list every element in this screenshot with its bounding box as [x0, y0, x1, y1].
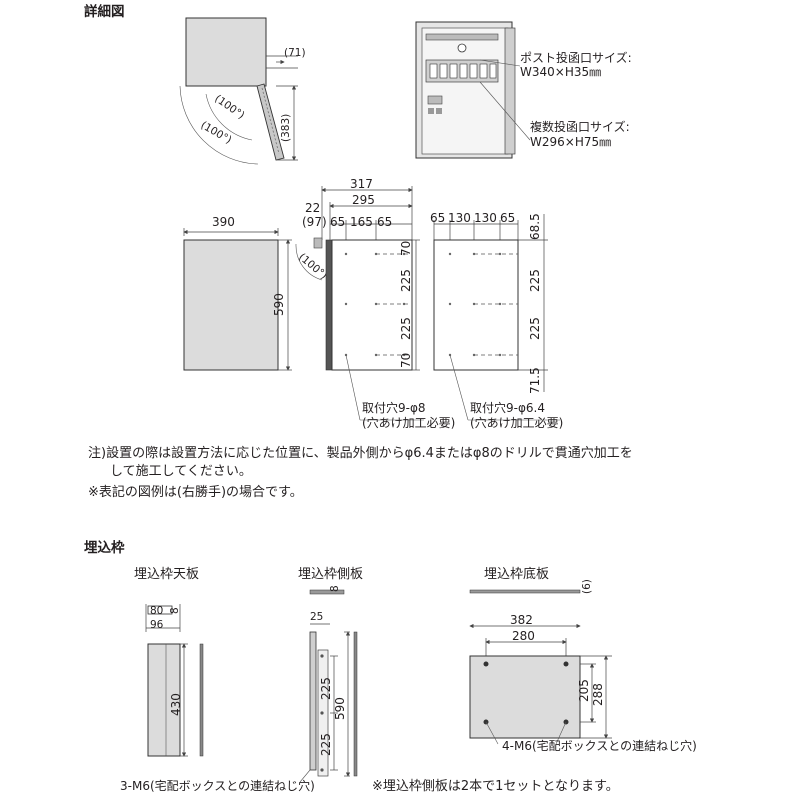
back-v225-b: 225 — [528, 317, 542, 340]
mounting-front-view: 317 295 22 (97) 65 165 65 (100°) 70 225 — [295, 177, 455, 430]
side-view: 390 590 — [183, 215, 292, 371]
dim-22: 22 — [305, 201, 320, 215]
side-plate-d225-a: 225 — [319, 677, 333, 700]
top-plate-body — [147, 643, 181, 757]
mid-v70-bottom: 70 — [399, 353, 413, 368]
post-slot — [425, 33, 499, 41]
frame-set-note: ※埋込枠側板は2本で1セットとなります。 — [372, 779, 619, 794]
top-plate-d80: 80 — [150, 605, 163, 617]
top-plate-d8: 8 — [169, 607, 181, 614]
door-open-view: (71) (383) (100°) (100°) — [179, 17, 306, 165]
side-plate-d225-b: 225 — [319, 733, 333, 756]
body-top-view — [185, 17, 267, 87]
top-plate-d430: 430 — [169, 693, 183, 716]
bottom-plate-d382: 382 — [510, 613, 533, 627]
side-plate-body — [309, 631, 317, 771]
top-plate-title: 埋込枠天板 — [134, 567, 199, 582]
dim-295: 295 — [352, 193, 375, 207]
note-line-3: ※表記の図例は(右勝手)の場合です。 — [88, 484, 303, 500]
bottom-plate-d288: 288 — [591, 683, 605, 706]
door-swing-arc-inner — [205, 93, 253, 141]
angle-label-a: (100°) — [212, 93, 246, 122]
bottom-plate-title: 埋込枠底板 — [484, 566, 549, 582]
top-plate-d96: 96 — [150, 619, 164, 631]
dim-383: (383) — [280, 114, 292, 142]
back-hole-note: (穴あけ加工必要) — [470, 415, 563, 430]
side-plate-d25: 25 — [310, 611, 323, 623]
back-v225-a: 225 — [528, 269, 542, 292]
mid-body — [331, 239, 413, 371]
dim-97: (97) — [302, 215, 327, 229]
side-width-label: 390 — [212, 215, 235, 229]
side-plate-d8: 8 — [329, 585, 341, 592]
detail-title: 詳細図 — [84, 3, 125, 20]
side-plate-title: 埋込枠側板 — [298, 567, 363, 582]
frame-screw-note: 3-M6(宅配ボックスとの連結ねじ穴) — [120, 778, 315, 793]
note-line-2: して施工してください。 — [110, 464, 252, 479]
back-d130-b: 130 — [474, 211, 497, 225]
back-d65-right: 65 — [500, 211, 515, 225]
angle-label-b: (100°) — [199, 119, 234, 146]
mid-door-edge — [325, 239, 333, 371]
mid-v70-top: 70 — [399, 241, 413, 256]
frame-side-plate: 埋込枠側板 8 25 225 225 590 — [298, 567, 363, 777]
frame-bottom-plate: 埋込枠底板 (6) 382 280 205 288 4-M6(宅配ボックスとの連… — [469, 566, 697, 753]
bottom-plate-d280: 280 — [512, 629, 535, 643]
multi-slot-label: 複数投函口サイズ: — [530, 119, 630, 134]
dim-65-right: 65 — [377, 215, 392, 229]
mid-hole-note: (穴あけ加工必要) — [362, 415, 455, 430]
back-d130-a: 130 — [448, 211, 471, 225]
side-body — [183, 239, 279, 371]
back-d65-left: 65 — [430, 211, 445, 225]
dim-317: 317 — [350, 177, 373, 191]
front-view: ポスト投函口サイズ: W340×H35㎜ 複数投函口サイズ: W296×H75㎜ — [415, 21, 632, 159]
button-icon — [428, 108, 434, 114]
dim-71: (71) — [284, 47, 306, 59]
post-slot-label: ポスト投函口サイズ: — [520, 50, 632, 65]
dim-165: 165 — [350, 215, 373, 229]
back-v68-5: 68.5 — [528, 213, 542, 240]
bottom-plate-d205: 205 — [577, 679, 591, 702]
bottom-plate-d6: (6) — [581, 579, 593, 594]
side-height-label: 590 — [272, 293, 286, 316]
frame-title: 埋込枠 — [84, 539, 125, 556]
frame-top-plate: 埋込枠天板 80 8 96 430 — [134, 567, 204, 757]
side-plate-d590: 590 — [333, 697, 347, 720]
post-slot-size: W340×H35㎜ — [520, 65, 601, 79]
door-panel — [256, 83, 285, 161]
dim-65-left: 65 — [330, 215, 345, 229]
back-hole-label: 取付穴9-φ6.4 — [470, 400, 545, 415]
mounting-back-view: 65 130 130 65 68.5 225 225 71.5 取付穴9-φ6.… — [430, 211, 563, 430]
lock-icon — [457, 43, 467, 53]
bottom-plate-screw-note: 4-M6(宅配ボックスとの連結ねじ穴) — [502, 738, 697, 753]
mid-v225-b: 225 — [399, 317, 413, 340]
note-line-1: 注)設置の際は設置方法に応じた位置に、製品外側からφ6.4またはφ8のドリルで貫… — [88, 445, 633, 461]
bottom-plate-body — [469, 655, 581, 739]
back-v71-5: 71.5 — [528, 367, 542, 394]
multi-slot-size: W296×H75㎜ — [530, 135, 611, 149]
nameplate-icon — [427, 95, 443, 105]
mid-angle-label: (100°) — [296, 251, 329, 282]
hinge-side — [504, 27, 516, 155]
door-swing-arc-outer — [179, 85, 259, 165]
mid-hole-label: 取付穴9-φ8 — [362, 400, 426, 415]
back-body — [433, 239, 519, 371]
mid-v225-a: 225 — [399, 269, 413, 292]
